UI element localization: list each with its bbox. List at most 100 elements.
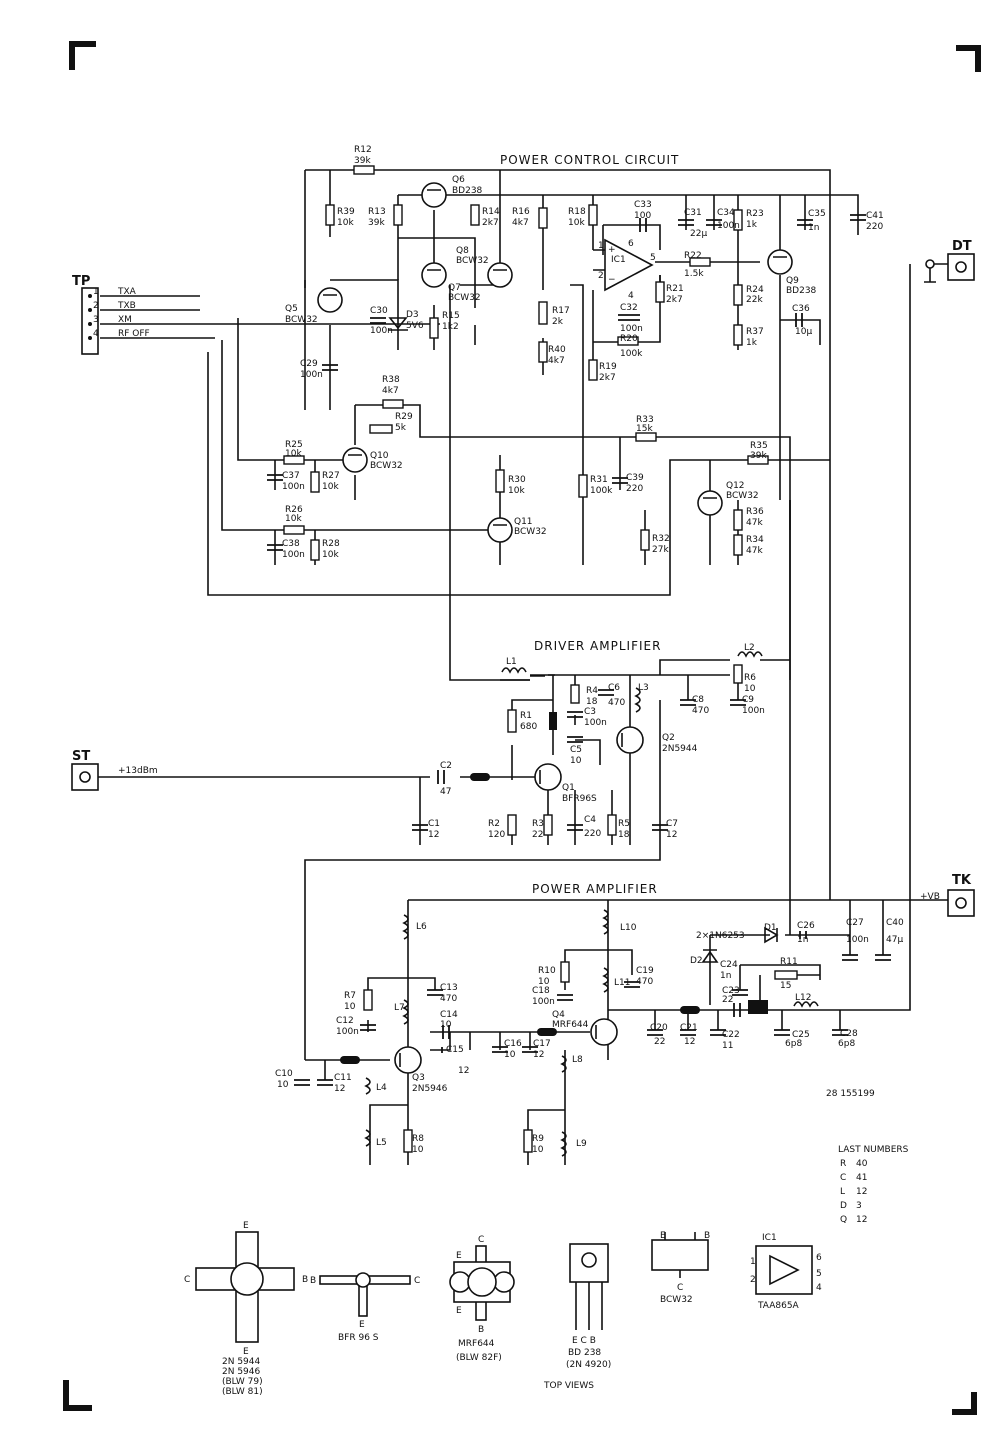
- svg-text:2N5946: 2N5946: [412, 1084, 448, 1094]
- svg-text:R39: R39: [337, 207, 355, 217]
- svg-text:R15: R15: [442, 311, 460, 321]
- svg-text:LAST NUMBERS: LAST NUMBERS: [838, 1145, 909, 1155]
- svg-text:10: 10: [538, 977, 550, 987]
- svg-text:15k: 15k: [636, 424, 653, 434]
- svg-text:R31: R31: [590, 475, 608, 485]
- svg-text:C33: C33: [634, 200, 652, 210]
- tp-pin-txb: TXB: [117, 301, 136, 311]
- svg-text:C16: C16: [504, 1039, 522, 1049]
- package-2n5944: E C B E 2N 5944 2N 5946 (BLW 79) (BLW 81…: [184, 1221, 308, 1397]
- svg-text:L1: L1: [506, 657, 517, 667]
- svg-text:100n: 100n: [282, 482, 305, 492]
- svg-text:R19: R19: [599, 362, 617, 372]
- svg-text:C6: C6: [608, 683, 620, 693]
- svg-text:100n: 100n: [336, 1027, 359, 1037]
- l5-inductor-icon: [364, 1129, 371, 1147]
- svg-text:BCW32: BCW32: [285, 315, 318, 325]
- svg-text:−: −: [608, 275, 616, 285]
- svg-text:100k: 100k: [590, 486, 613, 496]
- svg-text:BCW32: BCW32: [448, 293, 481, 303]
- svg-text:6p8: 6p8: [785, 1039, 802, 1049]
- svg-text:C12: C12: [336, 1016, 354, 1026]
- svg-text:R1: R1: [520, 711, 532, 721]
- svg-text:C21: C21: [680, 1023, 698, 1033]
- svg-text:22: 22: [722, 995, 733, 1005]
- svg-text:100n: 100n: [717, 221, 740, 231]
- svg-text:C27: C27: [846, 918, 864, 928]
- svg-text:10k: 10k: [322, 550, 339, 560]
- svg-text:10: 10: [504, 1050, 516, 1060]
- svg-text:10k: 10k: [337, 218, 354, 228]
- svg-text:2k: 2k: [552, 317, 564, 327]
- svg-text:C36: C36: [792, 304, 810, 314]
- ic1-opamp-icon: IC1 + − 1 2 4 5 6: [598, 238, 656, 301]
- svg-text:Q6: Q6: [452, 175, 465, 185]
- svg-text:R18: R18: [568, 207, 586, 217]
- svg-text:10: 10: [277, 1080, 289, 1090]
- svg-text:Q12: Q12: [726, 481, 745, 491]
- svg-text:100k: 100k: [620, 349, 643, 359]
- svg-text:+: +: [608, 245, 616, 255]
- svg-text:11: 11: [722, 1041, 733, 1051]
- svg-text:Q10: Q10: [370, 451, 389, 461]
- svg-text:IC1: IC1: [611, 255, 626, 265]
- svg-text:2×1N6253: 2×1N6253: [696, 931, 745, 941]
- svg-text:2N 5944: 2N 5944: [222, 1357, 260, 1367]
- svg-text:R40: R40: [548, 345, 566, 355]
- svg-text:C32: C32: [620, 303, 638, 313]
- svg-text:C13: C13: [440, 983, 458, 993]
- svg-text:10k: 10k: [285, 449, 302, 459]
- l4-inductor-icon: [364, 1077, 371, 1095]
- svg-text:R37: R37: [746, 327, 764, 337]
- svg-text:(BLW 82F): (BLW 82F): [456, 1353, 502, 1363]
- connector-tp-label: TP: [72, 274, 90, 289]
- svg-text:C8: C8: [692, 695, 704, 705]
- top-views-label: TOP VIEWS: [543, 1381, 594, 1391]
- svg-text:C11: C11: [334, 1073, 352, 1083]
- svg-text:1: 1: [750, 1257, 756, 1267]
- l9-inductor-icon: [560, 1131, 567, 1157]
- svg-text:Q2: Q2: [662, 733, 675, 743]
- svg-text:220: 220: [626, 484, 643, 494]
- svg-text:4k7: 4k7: [512, 218, 529, 228]
- svg-text:1n: 1n: [797, 935, 808, 945]
- svg-text:C28: C28: [840, 1029, 858, 1039]
- svg-text:E C B: E C B: [572, 1336, 596, 1346]
- svg-text:IC1: IC1: [762, 1233, 777, 1243]
- svg-text:BCW32: BCW32: [370, 461, 403, 471]
- svg-text:10k: 10k: [322, 482, 339, 492]
- q12-transistor-icon: [697, 490, 723, 516]
- svg-text:R32: R32: [652, 534, 670, 544]
- svg-text:10: 10: [570, 756, 582, 766]
- package-taa865a: IC1 1 2 6 5 4 TAA865A: [750, 1233, 822, 1311]
- q3-transistor-icon: [394, 1046, 422, 1074]
- svg-text:C7: C7: [666, 819, 678, 829]
- svg-text:C: C: [840, 1173, 846, 1183]
- pc-transistors: [317, 182, 793, 543]
- svg-text:C3: C3: [584, 707, 596, 717]
- svg-text:C26: C26: [797, 921, 815, 931]
- svg-text:47k: 47k: [746, 546, 763, 556]
- svg-text:R16: R16: [512, 207, 530, 217]
- q2-transistor-icon: [616, 726, 644, 754]
- svg-text:Q1: Q1: [562, 783, 575, 793]
- tp-pin-txa: TXA: [117, 287, 137, 297]
- svg-text:470: 470: [608, 698, 625, 708]
- svg-text:R13: R13: [368, 207, 386, 217]
- svg-text:12: 12: [458, 1066, 469, 1076]
- svg-text:41: 41: [856, 1173, 867, 1183]
- svg-text:10: 10: [412, 1145, 424, 1155]
- svg-text:5: 5: [650, 253, 656, 263]
- svg-text:L8: L8: [572, 1055, 583, 1065]
- svg-text:6p8: 6p8: [838, 1039, 855, 1049]
- svg-text:R: R: [840, 1159, 846, 1169]
- svg-text:1k: 1k: [746, 220, 758, 230]
- package-bfr96s: B C E BFR 96 S: [310, 1272, 420, 1343]
- pc-capacitors: [267, 214, 866, 551]
- l7-inductor-icon: [402, 999, 409, 1025]
- svg-text:R34: R34: [746, 535, 764, 545]
- svg-text:1k: 1k: [746, 338, 758, 348]
- svg-text:R30: R30: [508, 475, 526, 485]
- svg-text:6: 6: [816, 1253, 822, 1263]
